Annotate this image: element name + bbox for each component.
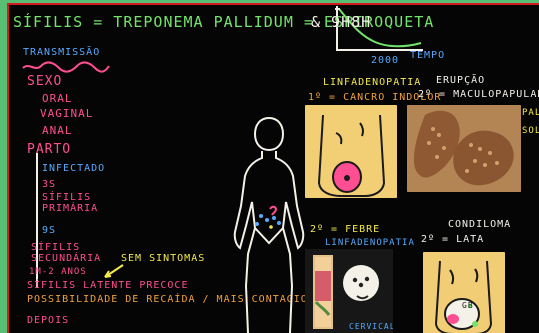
- sex-label: SEXO: [27, 74, 62, 89]
- cervical-label: CERVICAL: [349, 322, 393, 331]
- condyloma-label: CONDILOMA: [448, 219, 511, 230]
- vaginal-label: VAGINAL: [40, 107, 93, 120]
- condyloma-illustration: GB: [423, 252, 505, 333]
- chalkboard: SÍFILIS = TREPONEMA PALLIDUM = ESPIROQUE…: [7, 3, 539, 333]
- lymph-drawing: [305, 249, 393, 333]
- infected-label: INFECTADO: [42, 163, 105, 174]
- lymph-label-top: LINFADENOPATIA: [323, 77, 421, 88]
- lymph-label-bottom: LINFADENOPATIA: [325, 238, 415, 248]
- human-outline: [224, 108, 314, 333]
- rash-photo: [407, 105, 521, 192]
- early-latent-label: SÍFILIS LATENTE PRECOCE: [27, 280, 188, 291]
- soles-label: SOLAS: [522, 126, 539, 136]
- oral-label: ORAL: [42, 92, 73, 105]
- maculopapular-label: 2º = MACULOPAPULAR: [418, 89, 539, 100]
- header-suffix: & 9H8H: [311, 13, 371, 31]
- birth-label: PARTO: [27, 142, 71, 157]
- palms-label: PALMAS: [522, 108, 539, 118]
- condyloma-drawing: [423, 252, 505, 333]
- year-label: 2000: [371, 55, 399, 66]
- chancre-illustration: [305, 105, 397, 198]
- transmission-underline: [21, 61, 111, 73]
- time-label: TEMPO: [410, 50, 445, 61]
- anal-label: ANAL: [42, 124, 73, 137]
- fever-label: 2º = FEBRE: [310, 224, 380, 235]
- secondary-syphilis-line-1: SÍFILIS: [31, 242, 80, 253]
- transmission-label: TRANSMISSÃO: [23, 47, 100, 58]
- eruption-label: ERUPÇÃO: [436, 75, 485, 86]
- chancre-drawing: [305, 105, 397, 198]
- rash-hands-illustration: [407, 105, 521, 192]
- secondary-syphilis-line-2: SECUNDÁRIA: [31, 253, 101, 264]
- arrow-icon: [97, 262, 127, 282]
- lata-label: 2º = LATA: [421, 234, 484, 245]
- weeks-3-label: 3S: [42, 179, 56, 190]
- then-label: DEPOIS: [27, 315, 69, 326]
- without-symptoms-label: SEM SINTOMAS: [121, 253, 205, 264]
- weeks-9-label: 9S: [42, 225, 56, 236]
- primary-syphilis-line-1: SÍFILIS: [42, 192, 91, 203]
- years-label: 1M-2 ANOS: [29, 267, 87, 277]
- lymph-illustration: CERVICAL: [305, 249, 393, 333]
- primary-syphilis-line-2: PRIMÁRIA: [42, 203, 98, 214]
- gb-label: GB: [462, 301, 474, 310]
